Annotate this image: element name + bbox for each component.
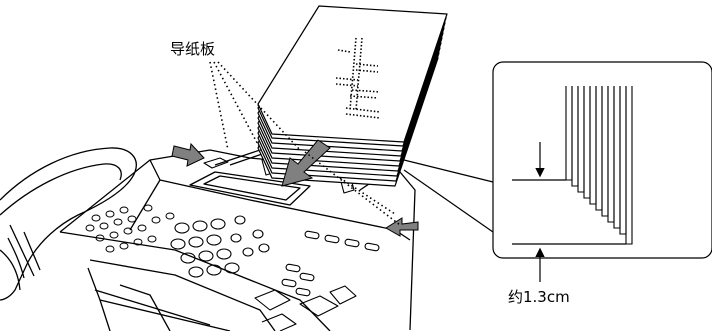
function-buttons: [254, 230, 380, 332]
left-guide-arrow-icon: [171, 142, 205, 167]
handset-icon: [0, 147, 137, 301]
offset-measure-label: 约1.3cm: [508, 288, 570, 306]
document-stack-icon: [257, 5, 448, 187]
page-printed-letter: [335, 37, 381, 119]
detail-callout-icon: [403, 61, 712, 259]
staggered-sheet-edges: [565, 86, 633, 245]
guide-plate-label: 导纸板: [170, 40, 215, 58]
display-panel: [189, 171, 311, 206]
numeric-keypad: [170, 215, 270, 278]
speed-dial-keys: [85, 204, 175, 253]
guide-plate-leader-lines: [209, 61, 401, 226]
insert-direction-arrow-icon: [281, 139, 331, 187]
right-guide-arrow-icon: [385, 217, 419, 237]
